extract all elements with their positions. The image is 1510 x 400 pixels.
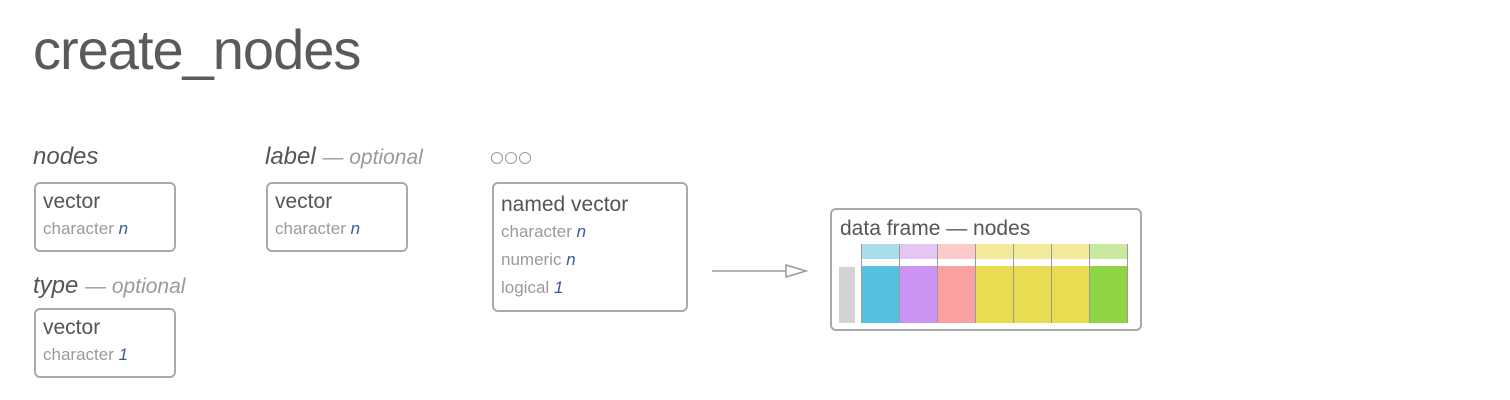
data-frame-columns (861, 244, 1128, 323)
column-header-cell (862, 244, 899, 259)
arg-type-head: vector (43, 316, 101, 339)
arg-label-name: label — optional (265, 145, 423, 169)
arg-dots-row-count: 1 (553, 278, 564, 297)
ellipsis-args-icon (491, 152, 531, 164)
arg-dots-row-1: numeric n (501, 246, 686, 274)
column-header-cell (900, 244, 937, 259)
output-data-frame: data frame — nodes (830, 208, 1142, 331)
data-frame-column (1089, 244, 1128, 323)
arg-dots-box: named vector character n numeric n logic… (492, 182, 688, 312)
column-body-cell (938, 266, 975, 323)
row-names-column (839, 267, 855, 323)
column-body-cell (1052, 266, 1089, 323)
arg-label-label: label (265, 143, 316, 170)
column-body-cell (1014, 266, 1051, 323)
data-frame-column (899, 244, 937, 323)
arg-nodes-head: vector (43, 190, 101, 213)
arg-nodes-row: character n (43, 215, 174, 243)
arg-type-row-type: character (43, 345, 114, 364)
arg-dots-row-2: logical 1 (501, 274, 686, 302)
column-header-cell (976, 244, 1013, 259)
arg-nodes-label: nodes (33, 143, 99, 170)
data-frame-column (1051, 244, 1089, 323)
column-header-cell (1090, 244, 1127, 259)
arg-label-optional: — optional (322, 146, 423, 169)
data-frame-column (1013, 244, 1051, 323)
output-head: data frame — nodes (840, 217, 1031, 240)
arg-label-row-type: character (275, 219, 346, 238)
arg-label-row: character n (275, 215, 406, 243)
arg-dots-row-type: character (501, 222, 572, 241)
arg-nodes-name: nodes (33, 145, 98, 169)
column-header-cell (1014, 244, 1051, 259)
arg-nodes-box: vector character n (34, 182, 176, 252)
arg-dots-head: named vector (501, 193, 629, 216)
column-body-cell (862, 266, 899, 323)
column-body-cell (976, 266, 1013, 323)
arg-type-row-count: 1 (118, 345, 129, 364)
arg-dots-row-type: numeric (501, 250, 562, 269)
column-header-cell (938, 244, 975, 259)
arg-type-box: vector character 1 (34, 308, 176, 378)
data-frame-column (861, 244, 899, 323)
data-frame-column (975, 244, 1013, 323)
arg-type-row: character 1 (43, 341, 174, 369)
arg-type-label: type (33, 272, 79, 299)
arg-label-row-count: n (350, 219, 361, 238)
arg-dots-row-count: n (576, 222, 587, 241)
arg-type-optional: — optional (85, 275, 186, 298)
arg-label-head: vector (275, 190, 333, 213)
arg-label-box: vector character n (266, 182, 408, 252)
arrow-right-icon (712, 263, 809, 279)
column-body-cell (1090, 266, 1127, 323)
arg-nodes-row-type: character (43, 219, 114, 238)
arg-dots-row-count: n (566, 250, 576, 269)
page-title: create_nodes (33, 18, 361, 81)
column-header-cell (1052, 244, 1089, 259)
arg-dots-row-type: logical (501, 278, 550, 297)
arg-dots-row-0: character n (501, 218, 686, 246)
arg-type-name: type — optional (33, 274, 185, 298)
data-frame-column (937, 244, 975, 323)
arg-nodes-row-count: n (118, 219, 129, 238)
column-body-cell (900, 266, 937, 323)
